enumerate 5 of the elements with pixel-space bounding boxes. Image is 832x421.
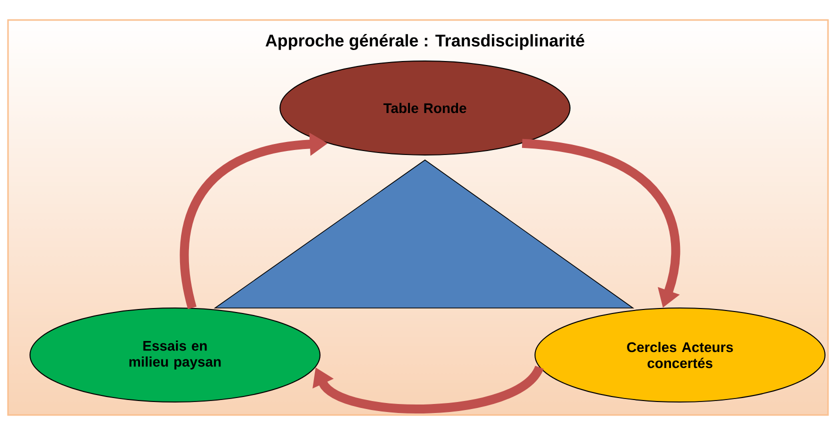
ellipse-node: Cercles Acteurs concertés: [534, 308, 826, 402]
curved-arrow: [312, 364, 544, 414]
title: Approche générale : Transdisciplinarité: [266, 34, 584, 50]
ellipse-node: Table Ronde: [280, 60, 570, 156]
ellipse-node: Essais en milieu paysan: [30, 308, 320, 402]
